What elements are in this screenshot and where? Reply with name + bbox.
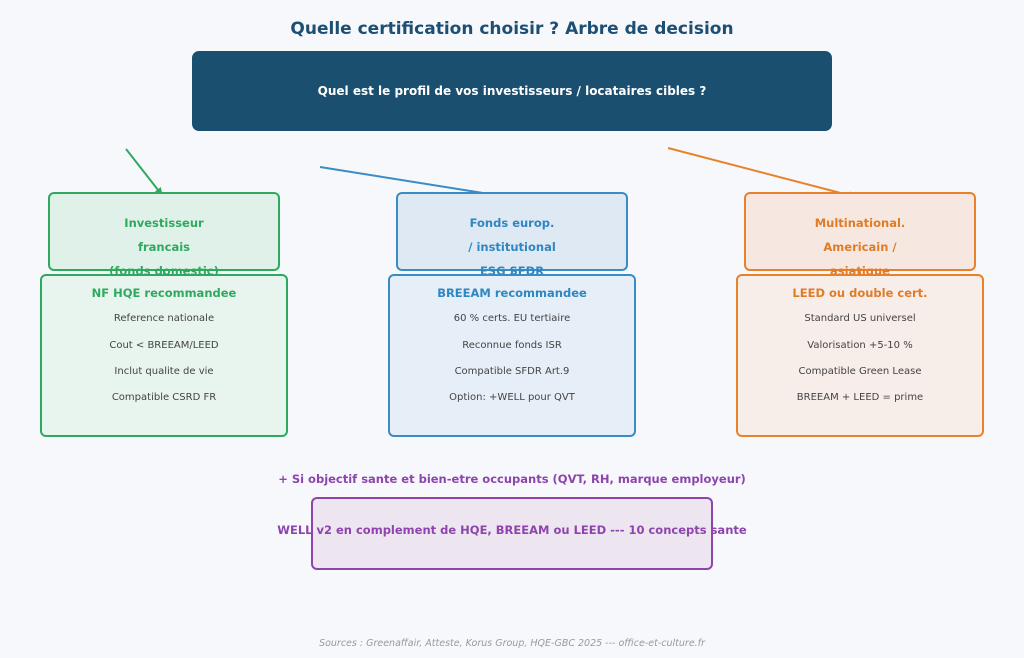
recommendation-item: Cout < BREEAM/LEED xyxy=(109,340,219,351)
profile-line: Multinational. xyxy=(814,216,906,230)
recommendation-box-hqe: NF HQE recommandee Reference nationale C… xyxy=(40,274,288,437)
profile-line: / institutional xyxy=(468,240,556,254)
well-condition-note: + Si objectif sante et bien-etre occupan… xyxy=(278,472,746,486)
recommendation-item: Reference nationale xyxy=(113,313,215,324)
profile-line: Americain / xyxy=(823,240,897,254)
well-recommendation-box xyxy=(311,497,713,570)
recommendation-item: 60 % certs. EU tertiaire xyxy=(453,313,571,324)
recommendation-box-leed: LEED ou double cert. Standard US univers… xyxy=(736,274,984,437)
recommendation-item: Option: +WELL pour QVT xyxy=(449,392,575,403)
profile-line: Fonds europ. xyxy=(469,216,555,230)
recommendation-item: Compatible SFDR Art.9 xyxy=(454,366,570,377)
recommendation-title: LEED ou double cert. xyxy=(792,286,928,300)
recommendation-box-breeam: BREEAM recommandee 60 % certs. EU tertia… xyxy=(388,274,636,437)
profile-node-european-funds: Fonds europ. / institutional ESG SFDR xyxy=(396,192,628,278)
recommendation-item: Reconnue fonds ISR xyxy=(462,340,562,351)
profile-line: francais xyxy=(138,240,190,254)
recommendation-item: Inclut qualite de vie xyxy=(114,366,214,377)
arrow-root-to-orange xyxy=(667,147,857,200)
profile-node-multinational: Multinational. Americain / asiatique xyxy=(744,192,976,278)
recommendation-title: NF HQE recommandee xyxy=(91,286,237,300)
recommendation-item: Compatible CSRD FR xyxy=(111,392,217,403)
well-recommendation-text: WELL v2 en complement de HQE, BREEAM ou … xyxy=(277,523,747,537)
root-question-box: Quel est le profil de vos investisseurs … xyxy=(192,51,832,131)
diagram-title: Quelle certification choisir ? Arbre de … xyxy=(290,19,734,39)
profile-node-french-investor: Investisseur francais (fonds domestic) xyxy=(48,192,280,278)
recommendation-item: Valorisation +5-10 % xyxy=(807,340,913,351)
root-question-text: Quel est le profil de vos investisseurs … xyxy=(317,84,707,98)
recommendation-item: Compatible Green Lease xyxy=(798,366,922,377)
sources-footer: Sources : Greenaffair, Atteste, Korus Gr… xyxy=(319,638,705,649)
profile-line: Investisseur xyxy=(124,216,204,230)
recommendation-item: Standard US universel xyxy=(804,313,916,324)
recommendation-title: BREEAM recommandee xyxy=(437,286,587,300)
recommendation-item: BREEAM + LEED = prime xyxy=(796,392,924,403)
arrow-root-to-green xyxy=(125,148,163,196)
